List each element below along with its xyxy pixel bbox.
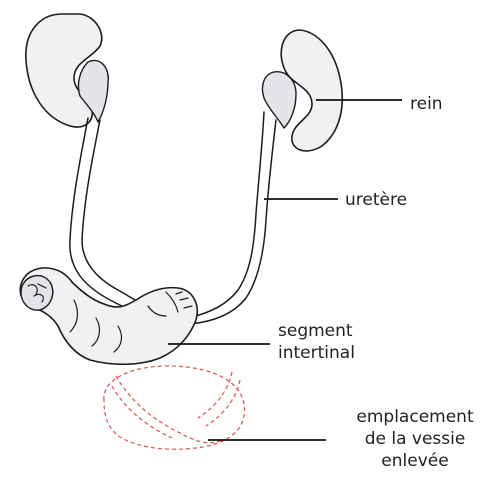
label-segment-line-1: segment xyxy=(278,320,355,342)
label-bladder-line-1: emplacement xyxy=(330,406,500,428)
left-ureter xyxy=(70,118,154,318)
label-ureter: uretère xyxy=(345,189,407,211)
label-bladder-line-3: enlevée xyxy=(330,450,500,472)
right-ureter xyxy=(188,112,276,324)
label-intestinal-segment: segment intertinal xyxy=(278,320,355,364)
label-segment-line-2: intertinal xyxy=(278,342,355,364)
label-bladder-line-2: de la vessie xyxy=(330,428,500,450)
removed-bladder-outline xyxy=(104,366,245,449)
intestinal-segment xyxy=(20,268,197,364)
label-kidney: rein xyxy=(410,93,443,115)
label-removed-bladder: emplacement de la vessie enlevée xyxy=(330,406,500,472)
left-kidney xyxy=(26,14,108,127)
